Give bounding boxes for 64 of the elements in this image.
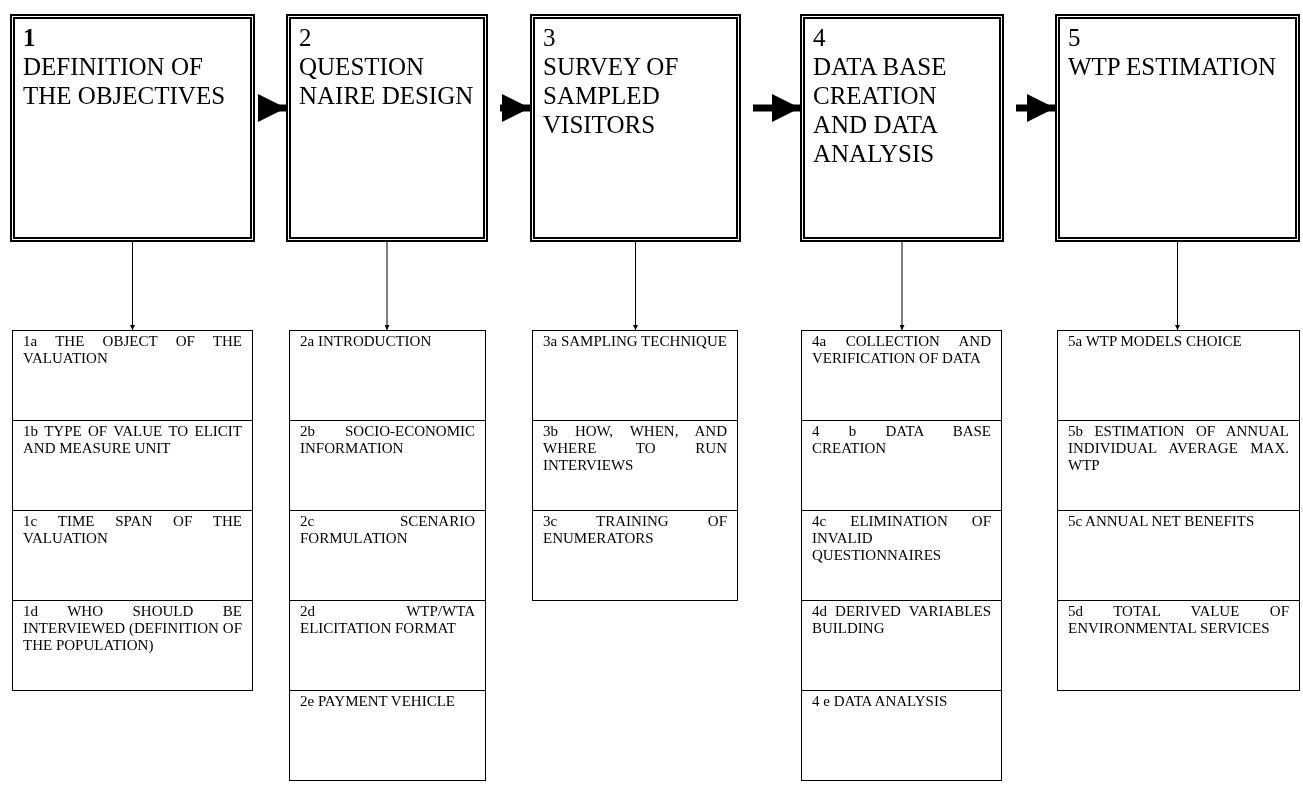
task-box [801,600,1002,692]
task-text: 4 e DATA ANALYSIS [812,693,949,710]
stage-title: SURVEY OF SAMPLED VISITORS [543,52,680,139]
task-text: 4 b DATA BASE CREATION [812,423,991,457]
arrow [633,241,638,331]
task-text: 3b HOW, WHEN, AND WHERE TO RUN INTERVIEWS [543,423,727,474]
task-text: 1b TYPE OF VALUE TO ELICIT AND MEASURE UNIT [23,423,242,457]
task-box [289,690,486,781]
task-box [12,600,253,691]
task-text: 1a THE OBJECT OF THE VALUATION [23,333,242,367]
task-text: 5b ESTIMATION OF ANNUAL INDIVIDUAL AVERAGE MAX. WTP [1068,423,1289,474]
stage-box [800,14,1004,242]
arrow [899,241,905,331]
task-text: 2b SOCIO-ECONOMIC INFORMATION [300,423,475,457]
task-text: 2d WTP/WTA ELICITATION FORMAT [300,603,475,637]
task-box [1057,600,1300,691]
task-text: 4d DERIVED VARIABLES BUILDING [812,603,991,637]
task-box [532,510,738,601]
stage-box [10,14,255,242]
task-box [1057,510,1300,602]
stage-number: 2 [299,23,313,52]
task-box [289,420,486,512]
task-box [289,510,486,602]
task-box [532,330,738,422]
task-box [801,510,1002,602]
task-text: 2a INTRODUCTION [300,333,433,350]
task-text: 3c TRAINING OF ENUMERATORS [543,513,727,547]
task-box [289,600,486,692]
task-box [801,330,1002,422]
task-text: 1d WHO SHOULD BE INTERVIEWED (DEFINITION OF THE POPULATION) [23,603,242,654]
task-box [801,420,1002,512]
arrow [258,94,286,122]
task-text: 5d TOTAL VALUE OF ENVIRONMENTAL SERVICES [1068,603,1289,637]
task-box [12,510,253,602]
task-box [801,690,1002,781]
stage-box [530,14,741,242]
task-text: 2e PAYMENT VEHICLE [300,693,457,710]
stage-number: 1 [23,23,37,52]
task-text: 1c TIME SPAN OF THE VALUATION [23,513,242,547]
task-box [1057,420,1300,512]
task-text: 3a SAMPLING TECHNIQUE [543,333,727,350]
task-box [1057,330,1300,422]
stage-box [286,14,488,242]
stage-title: WTP ESTIMATION [1068,52,1278,81]
task-text: 5c ANNUAL NET BENEFITS [1068,513,1256,530]
stage-title: QUESTION NAIRE DESIGN [299,52,475,110]
arrow [1175,241,1180,331]
arrow [500,94,530,122]
stage-box [1055,14,1300,242]
task-box [289,330,486,422]
task-text: 2c SCENARIO FORMULATION [300,513,475,547]
stage-title: DEFINITION OF THE OBJECTIVES [23,52,227,110]
task-box [532,420,738,512]
task-text: 4a COLLECTION AND VERIFICATION OF DATA [812,333,991,367]
stage-number: 4 [813,23,827,52]
task-text: 5a WTP MODELS CHOICE [1068,333,1243,350]
stage-number: 5 [1068,23,1082,52]
stage-number: 3 [543,23,557,52]
stage-title: DATA BASE CREATION AND DATA ANALYSIS [813,52,948,168]
arrow [130,241,135,331]
arrow [384,241,390,331]
task-text: 4c ELIMINATION OF INVALID QUESTIONNAIRES [812,513,991,564]
task-box [12,330,253,422]
task-box [12,420,253,512]
